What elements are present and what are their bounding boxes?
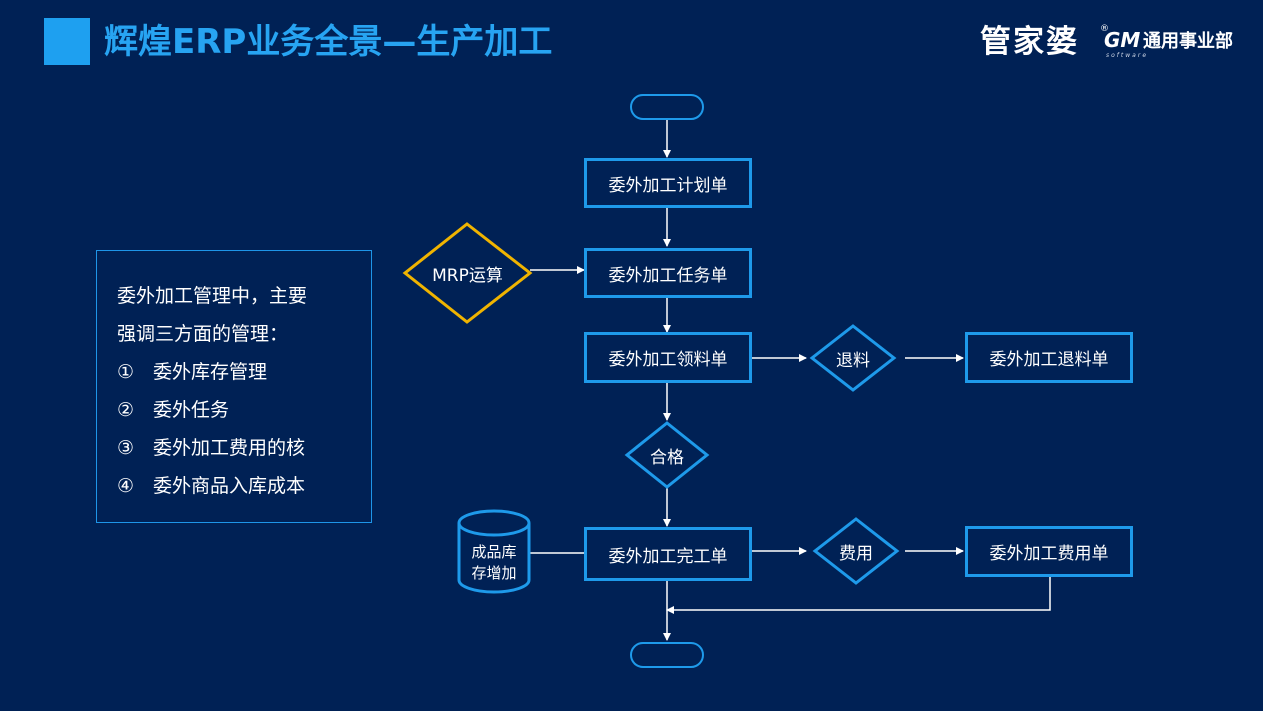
fee-diamond	[812, 517, 900, 585]
start-terminal	[630, 94, 704, 120]
page-title: 辉煌ERP业务全景—生产加工	[104, 22, 553, 62]
info-item-number: ④	[117, 475, 135, 497]
stock-cylinder	[457, 509, 531, 594]
info-item-number: ①	[117, 361, 135, 383]
stock-label-line2: 存增加	[471, 563, 517, 582]
logo-dept: 通用事业部	[1143, 31, 1233, 52]
arrow-feedoc-back	[666, 577, 1051, 614]
info-line-1: 委外加工管理中，主要	[117, 285, 308, 307]
info-item-text: 委外任务	[153, 399, 230, 421]
fee-doc-box: 委外加工费用单	[965, 526, 1133, 577]
info-item-text: 委外加工费用的核	[153, 437, 306, 459]
info-item-text: 委外库存管理	[153, 361, 268, 383]
mrp-diamond	[402, 222, 533, 324]
title-square-icon	[44, 18, 90, 65]
plan-box: 委外加工计划单	[584, 158, 752, 208]
mrp-label: MRP运算	[432, 265, 503, 286]
end-terminal	[630, 642, 704, 668]
logo-text: 管家婆	[980, 24, 1079, 60]
finish-box: 委外加工完工单	[584, 527, 752, 581]
qualified-label: 合格	[650, 447, 684, 468]
info-line-2: 强调三方面的管理：	[117, 323, 289, 345]
info-item-number: ②	[117, 399, 135, 421]
task-box: 委外加工任务单	[584, 248, 752, 298]
pick-box: 委外加工领料单	[584, 332, 752, 383]
registered-icon: ®	[1100, 24, 1109, 34]
logo-gm: GM	[1104, 28, 1141, 52]
brand-logo: 管家婆 ® GM software 通用事业部	[980, 22, 1250, 62]
return-diamond	[809, 324, 897, 392]
info-item: ① 委外库存管理	[117, 360, 267, 384]
qualified-diamond	[624, 421, 710, 489]
info-item: ④ 委外商品入库成本	[117, 474, 305, 498]
info-item-number: ③	[117, 437, 135, 459]
info-item-text: 委外商品入库成本	[153, 475, 306, 497]
stock-label-line1: 成品库	[471, 542, 517, 561]
logo-software: software	[1106, 52, 1149, 59]
info-item: ② 委外任务	[117, 398, 229, 422]
info-box: 委外加工管理中，主要 强调三方面的管理： ① 委外库存管理 ② 委外任务 ③ 委外加工…	[96, 250, 372, 523]
return-doc-box: 委外加工退料单	[965, 332, 1133, 383]
return-label: 退料	[836, 350, 870, 371]
fee-label: 费用	[839, 543, 873, 564]
info-item: ③ 委外加工费用的核	[117, 436, 305, 460]
